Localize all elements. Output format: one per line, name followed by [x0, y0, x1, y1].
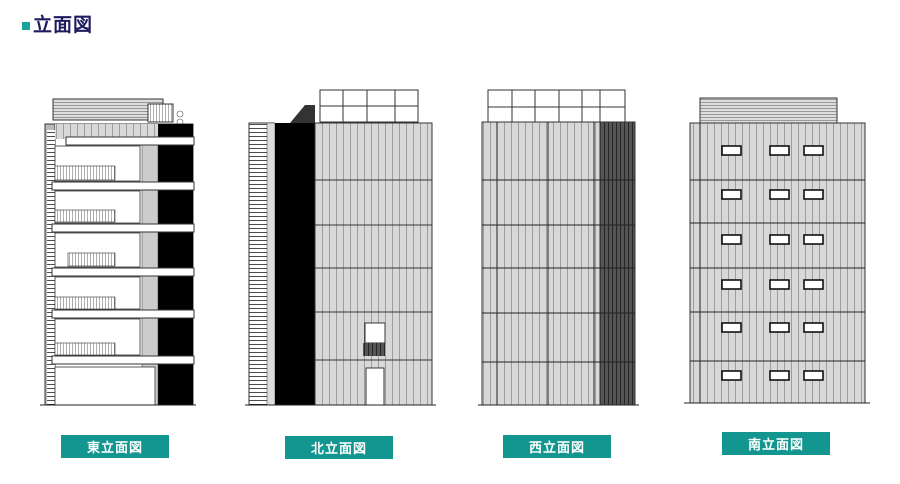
south-elevation-drawing: [684, 97, 870, 404]
south-elevation-label: 南立面図: [722, 432, 830, 455]
title-bullet-icon: [22, 21, 30, 30]
east-elevation-label: 東立面図: [61, 435, 169, 458]
north-elevation-drawing: [245, 89, 436, 406]
page-title: 立面図: [22, 10, 93, 37]
page-title-text: 立面図: [33, 14, 94, 36]
north-elevation-label: 北立面図: [285, 436, 393, 459]
west-elevation-label: 西立面図: [503, 435, 611, 458]
east-elevation-drawing: [40, 98, 196, 406]
west-elevation-drawing: [478, 89, 639, 406]
